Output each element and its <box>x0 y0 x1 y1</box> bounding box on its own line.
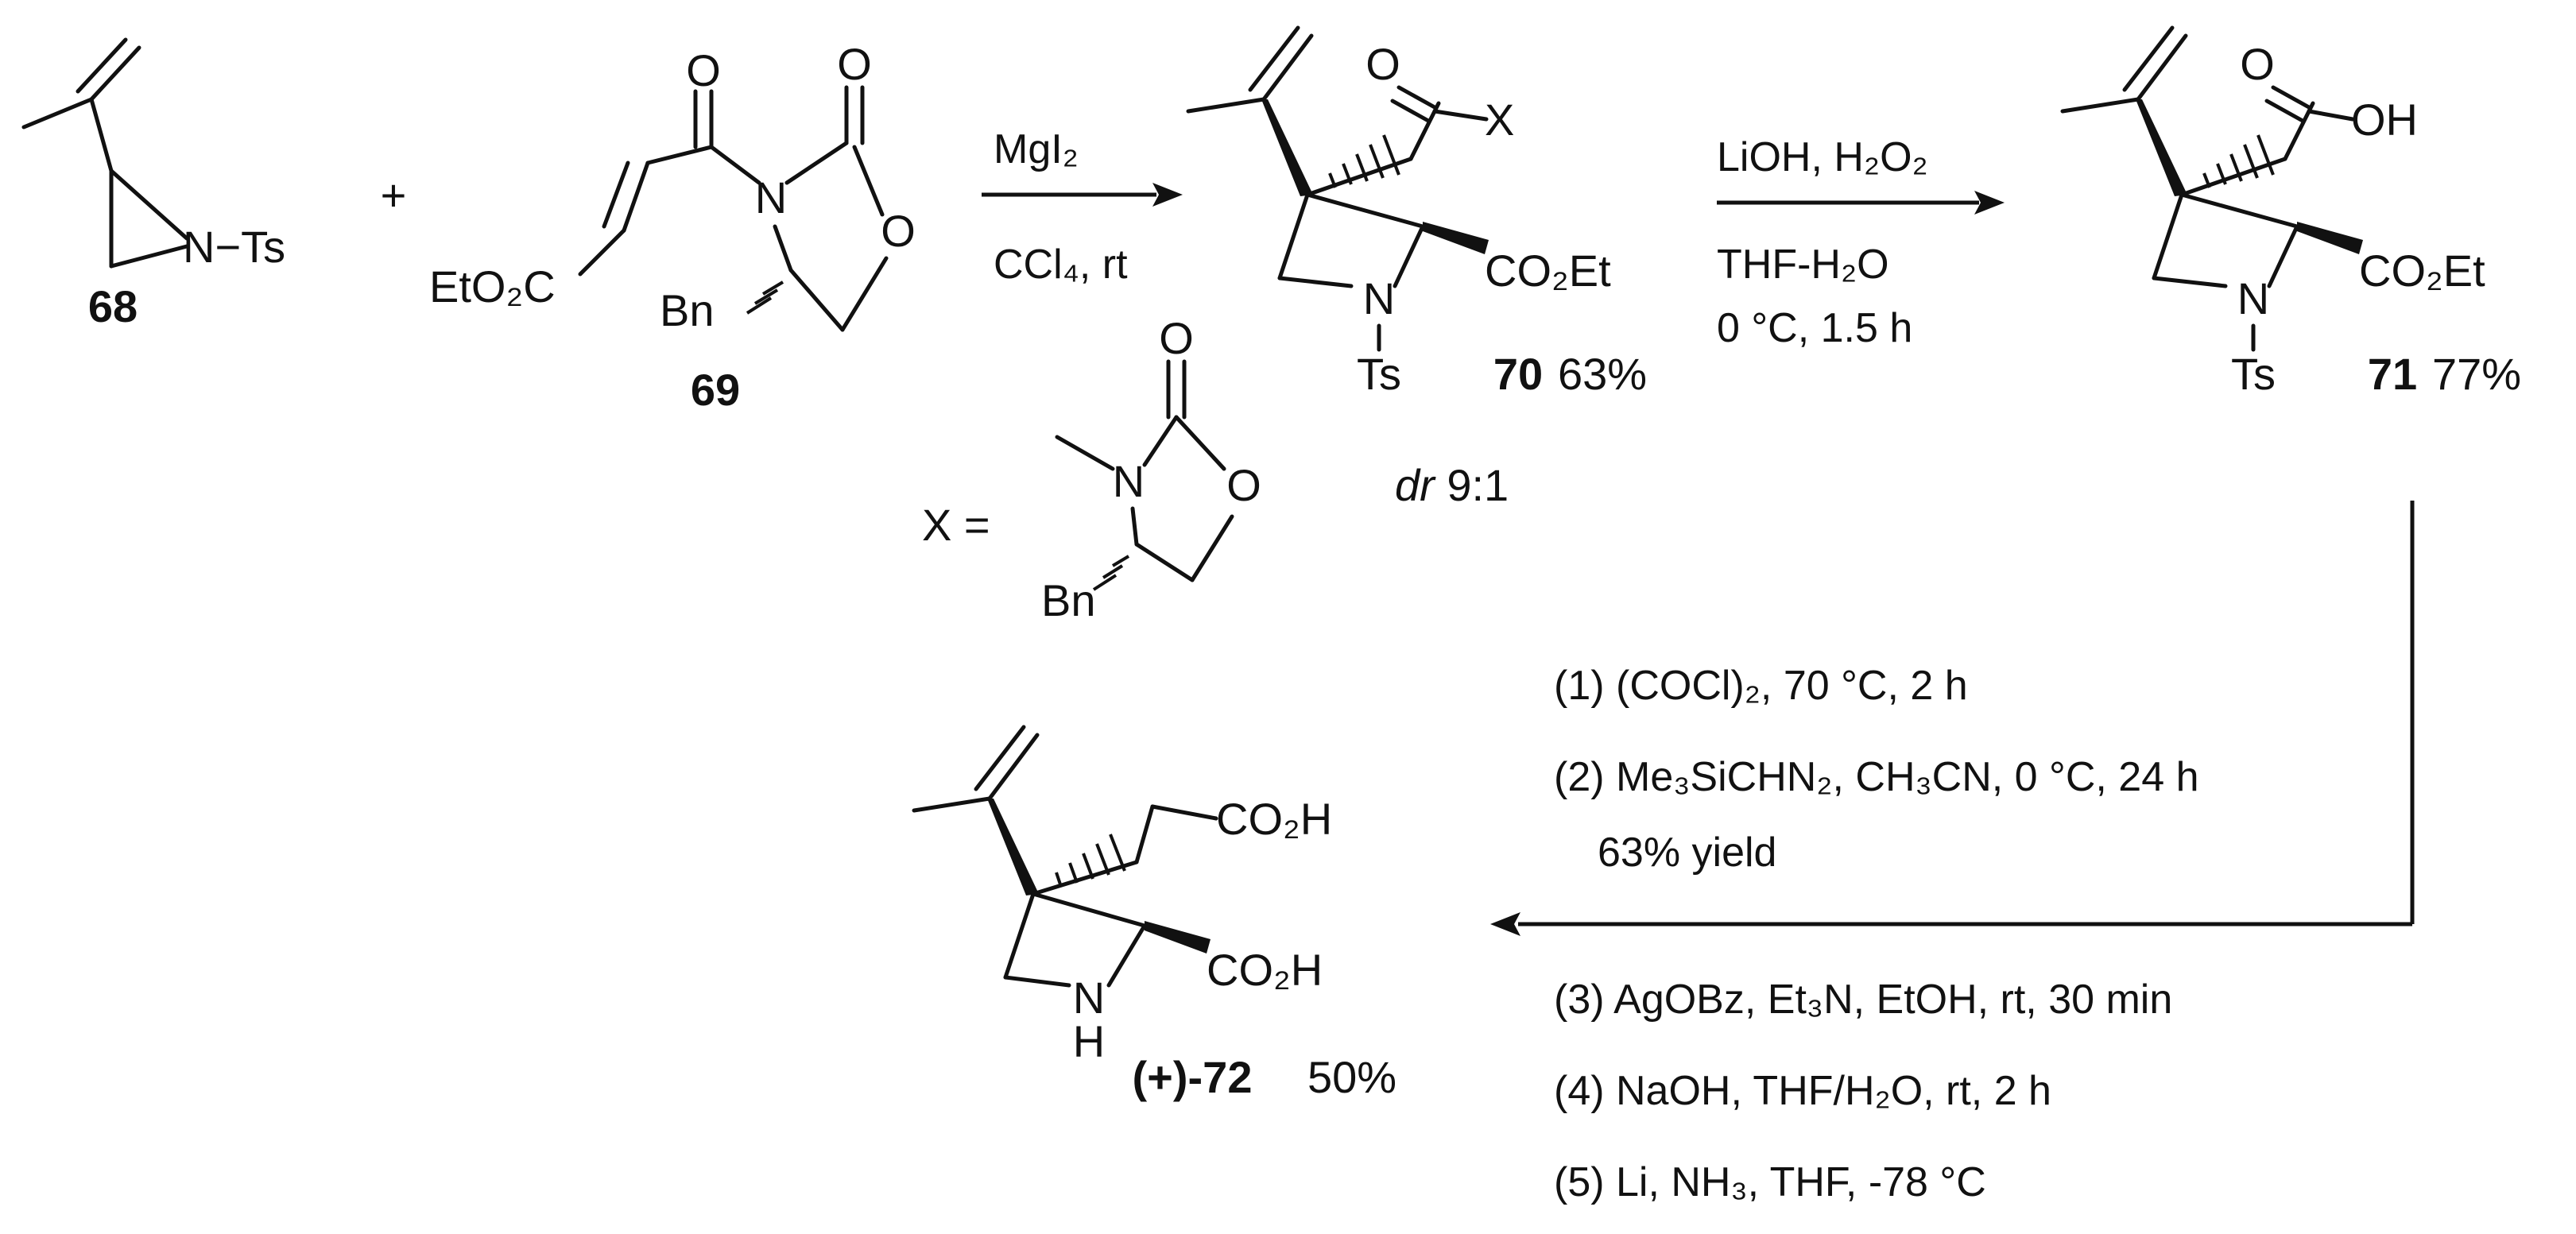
compound-68-label: 68 <box>88 281 138 331</box>
acyl-oxygen-label: O <box>1365 39 1400 89</box>
x-benzyl-bn-label: Bn <box>1041 575 1096 625</box>
compound-72-structure: N H CO₂H CO₂H <box>912 725 1332 1066</box>
compound-70-structure: N O X CO₂Et Ts <box>1186 25 1611 399</box>
step1-solvent: CCl₄, rt <box>994 242 1128 288</box>
acid-oh-label: OH <box>2351 95 2418 145</box>
aziridine-n-ts-label: N−Ts <box>183 222 285 272</box>
tosyl-ts-label: Ts <box>1357 349 1401 399</box>
x-ring-oxygen-label: O <box>1226 460 1261 510</box>
ester-co2et-label: CO₂Et <box>1485 246 1611 296</box>
diastereomeric-ratio: dr 9:1 <box>1395 460 1509 510</box>
x-group-label: X <box>1485 95 1514 145</box>
step3-line5: (5) Li, NH₃, THF, -78 °C <box>1554 1159 1986 1205</box>
acyl-oxygen-label: O <box>686 45 721 95</box>
amine-n-label: N <box>1073 973 1105 1023</box>
ester-co2et-label: CO₂Et <box>2359 246 2485 296</box>
step3-line2-yield: 63% yield <box>1598 830 1776 876</box>
ring-n-label: N <box>2237 273 2269 323</box>
compound-70-yield: 63% <box>1558 349 1647 399</box>
step3-line3: (3) AgOBz, Et₃N, EtOH, rt, 30 min <box>1554 977 2172 1023</box>
ring-n-label: N <box>1363 273 1395 323</box>
compound-71-yield: 77% <box>2432 349 2521 399</box>
compound-68-structure: N−Ts <box>21 37 285 272</box>
step2-reagent: LiOH, H₂O₂ <box>1717 134 1928 180</box>
step1-reagent: MgI₂ <box>994 126 1079 172</box>
step2-temp: 0 °C, 1.5 h <box>1717 305 1912 351</box>
step3-line1: (1) (COCl)₂, 70 °C, 2 h <box>1554 663 1968 709</box>
x-definition-label: X = <box>922 500 990 550</box>
step3-line2: (2) Me₃SiCHN₂, CH₃CN, 0 °C, 24 h <box>1554 754 2198 800</box>
compound-72-yield: 50% <box>1307 1052 1396 1102</box>
compound-69-structure: EtO₂C O N O O Bn <box>429 39 916 335</box>
acid-co2h-top-label: CO₂H <box>1216 794 1332 844</box>
compound-69-label: 69 <box>691 365 740 415</box>
carbonyl-oxygen-label: O <box>837 39 872 89</box>
x-n-label: N <box>1113 456 1145 506</box>
x-carbonyl-oxygen-label: O <box>1159 313 1194 363</box>
step3-line4: (4) NaOH, THF/H₂O, rt, 2 h <box>1554 1068 2051 1114</box>
acid-oxygen-label: O <box>2240 39 2275 89</box>
amine-h-label: H <box>1073 1016 1105 1066</box>
plus-sign: + <box>381 170 407 220</box>
tosyl-ts-label: Ts <box>2231 349 2276 399</box>
compound-70-label: 70 <box>1493 349 1543 399</box>
step2-solvent: THF-H₂O <box>1717 242 1889 288</box>
x-group-structure: N O O Bn <box>1041 313 1261 625</box>
compound-71-label: 71 <box>2368 349 2417 399</box>
ester-eto2c-label: EtO₂C <box>429 261 556 311</box>
oxazolidinone-n-label: N <box>755 172 787 222</box>
benzyl-bn-label: Bn <box>660 285 715 335</box>
ring-oxygen-label: O <box>881 206 916 256</box>
compound-72-label: (+)-72 <box>1133 1052 1253 1102</box>
acid-co2h-bottom-label: CO₂H <box>1207 945 1323 995</box>
compound-71-structure: N O OH CO₂Et Ts <box>2060 25 2485 399</box>
